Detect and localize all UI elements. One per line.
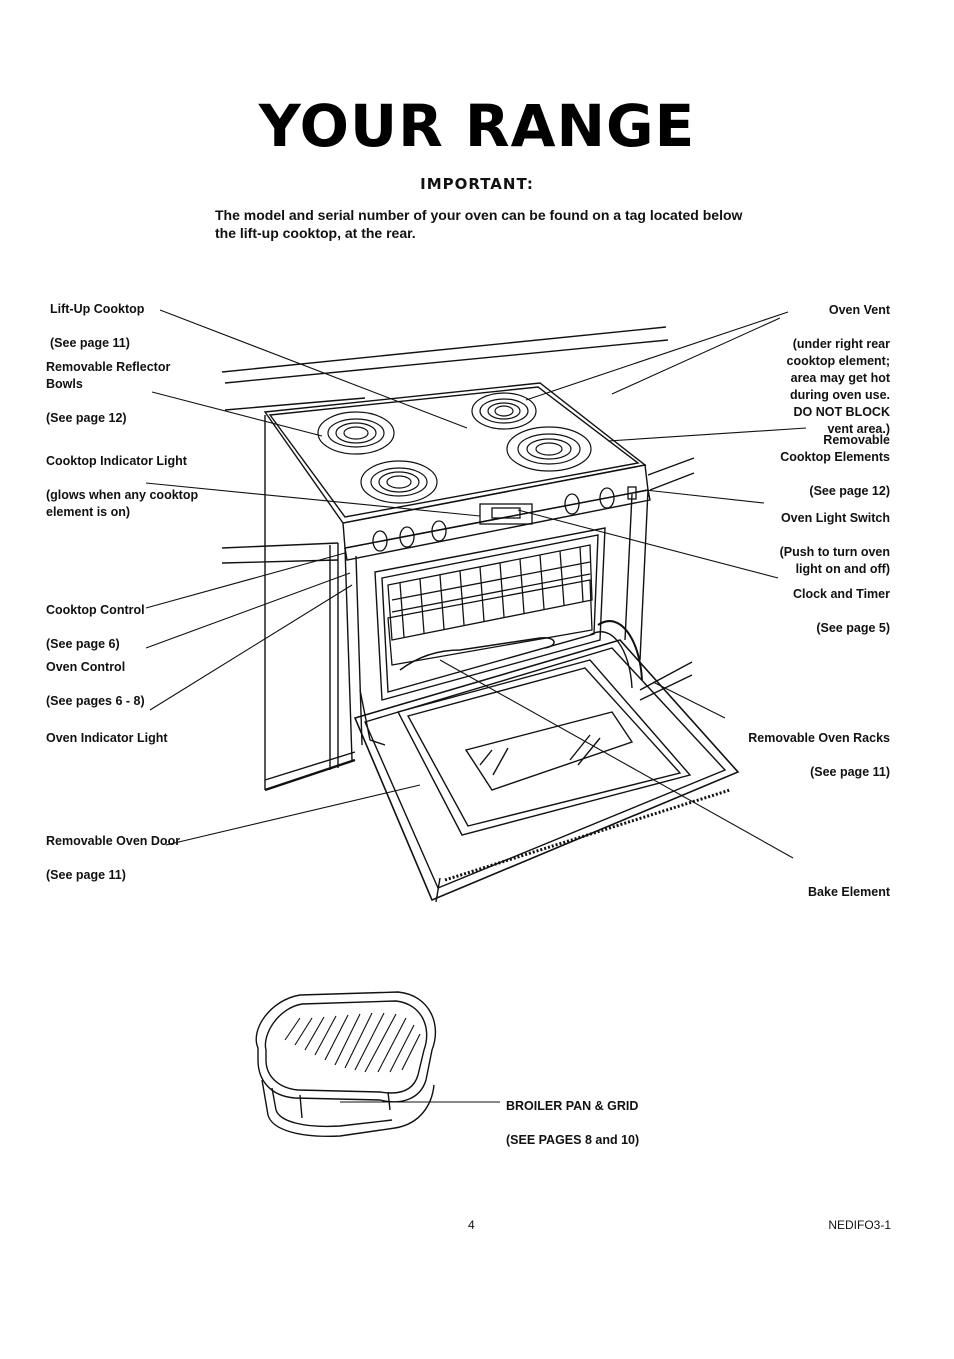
- label-clock-timer: Clock and Timer (See page 5): [792, 587, 890, 635]
- label-oven-racks: Removable Oven Racks (See page 11): [748, 731, 890, 779]
- label-cooktop-elements: Removable Cooktop Elements (See page 12): [780, 433, 890, 498]
- label-oven-door: Removable Oven Door (See page 11): [46, 834, 181, 882]
- label-reflector-bowls: Removable Reflector Bowls (See page 12): [46, 360, 171, 425]
- label-oven-control: Oven Control (See pages 6 - 8): [46, 660, 145, 708]
- label-lift-up-cooktop: Lift-Up Cooktop (See page 11): [50, 302, 145, 350]
- label-oven-light-switch: Oven Light Switch (Push to turn oven lig…: [779, 511, 890, 576]
- document-code: NEDIFO3-1: [828, 1218, 891, 1232]
- label-bake-element: Bake Element: [808, 885, 890, 899]
- label-cooktop-indicator-light: Cooktop Indicator Light (glows when any …: [46, 454, 199, 519]
- page-title: YOUR RANGE: [258, 92, 696, 160]
- label-oven-vent: Oven Vent (under right rear cooktop elem…: [786, 303, 891, 436]
- label-cooktop-control: Cooktop Control (See page 6): [46, 603, 145, 651]
- label-broiler-pan: BROILER PAN & GRID (SEE PAGES 8 and 10): [506, 1099, 640, 1147]
- page-number: 4: [468, 1218, 475, 1232]
- important-heading: IMPORTANT:: [420, 175, 534, 193]
- label-oven-indicator-light: Oven Indicator Light: [46, 731, 168, 745]
- important-note: The model and serial number of your oven…: [215, 207, 743, 241]
